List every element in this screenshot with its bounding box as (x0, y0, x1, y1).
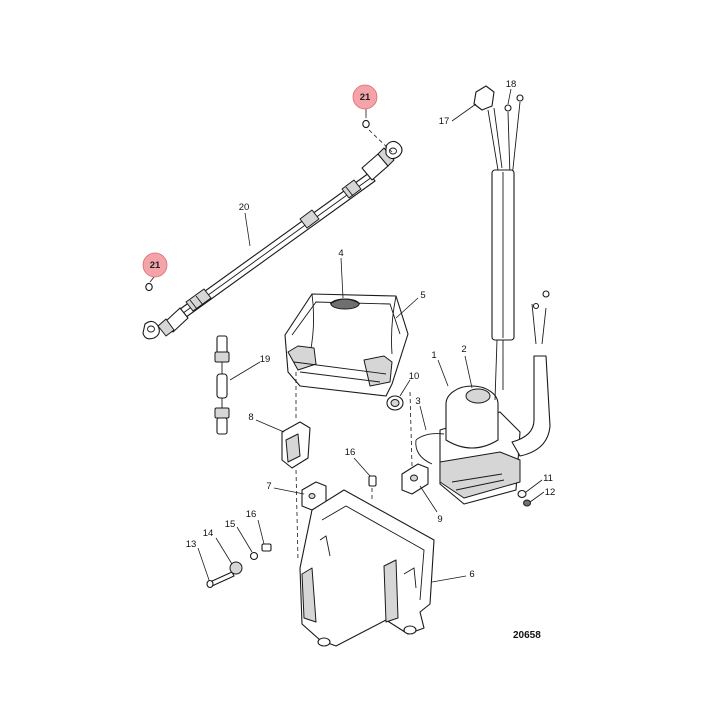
callout-4: 4 (338, 248, 343, 259)
callout-5: 5 (420, 290, 425, 301)
wire-harness (214, 335, 230, 435)
bolt-set (206, 551, 259, 589)
callout-15: 15 (225, 519, 236, 530)
callout-10: 10 (409, 371, 420, 382)
callout-21-highlight (142, 252, 168, 278)
callout-13: 13 (186, 539, 197, 550)
figure-number: 20658 (513, 630, 541, 641)
callout-18: 18 (506, 79, 517, 90)
callout-21: 21 (150, 260, 161, 271)
callout-2: 2 (461, 344, 466, 355)
callout-17: 17 (439, 116, 450, 127)
pump-reservoir (415, 385, 521, 505)
leader-lines (149, 88, 545, 583)
mounting-tray (299, 489, 435, 647)
callout-1: 1 (431, 350, 436, 361)
callout-7: 7 (266, 481, 271, 492)
cable-and-tube (473, 85, 551, 457)
callout-9: 9 (437, 514, 442, 525)
callout-21-highlight (352, 84, 378, 110)
callout-8: 8 (248, 412, 253, 423)
fitting (386, 395, 404, 411)
callout-12: 12 (545, 487, 556, 498)
callout-6: 6 (469, 569, 474, 580)
cover-assembly (284, 293, 409, 397)
callout-11: 11 (543, 473, 553, 484)
highlight-markers (142, 84, 378, 278)
fasteners (261, 475, 377, 552)
callout-16: 16 (246, 509, 257, 520)
callout-14: 14 (203, 528, 214, 539)
callout-labels: 1 2 3 4 5 6 7 8 9 10 11 12 13 14 15 16 1… (150, 79, 556, 580)
callout-20: 20 (239, 202, 250, 213)
callout-21: 21 (360, 92, 371, 103)
alignment-lines (295, 372, 413, 561)
nut-and-washer (517, 489, 531, 507)
callout-3: 3 (415, 396, 420, 407)
hose-assembly (142, 119, 403, 340)
callout-19: 19 (260, 354, 271, 365)
callout-16: 16 (345, 447, 356, 458)
